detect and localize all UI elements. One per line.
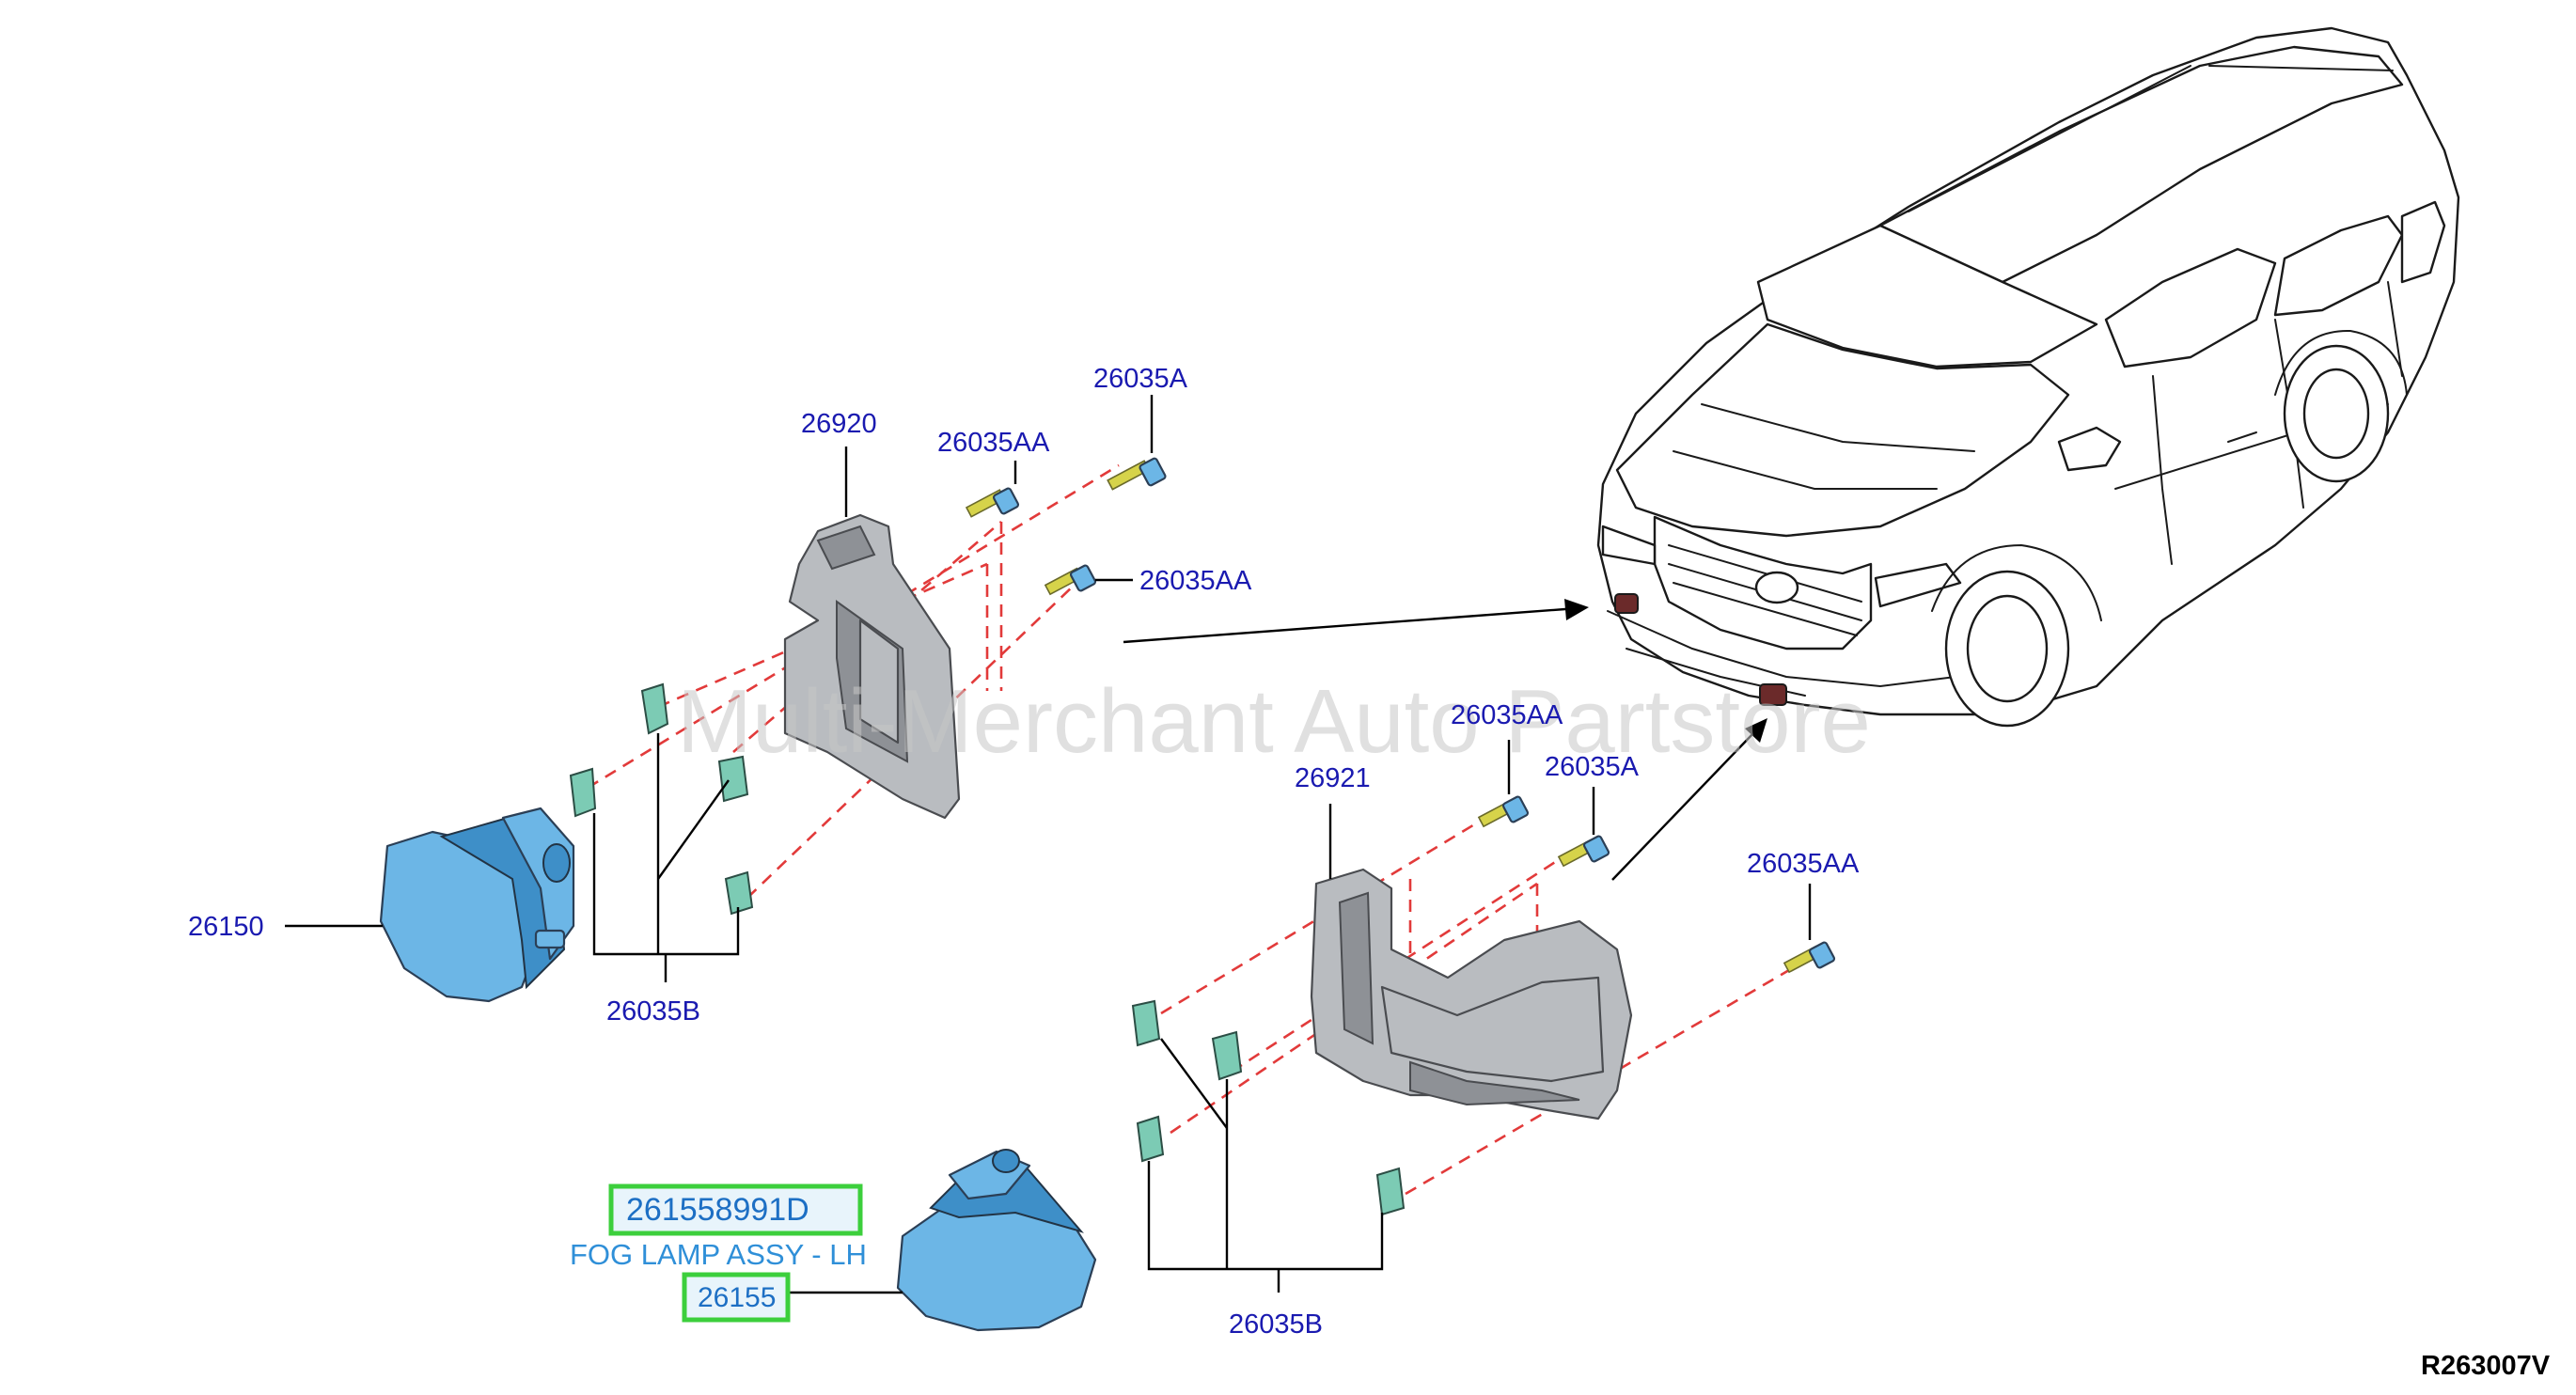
callout-26035a-lower: 26035A [1545,752,1640,782]
callout-26155-box [682,1272,791,1323]
part-number[interactable]: 261558991D [626,1192,809,1228]
bolt-26035aa-upper-2 [1044,564,1097,596]
clip-26035b-upper-1 [640,682,669,735]
fog-lamp-26150 [379,807,575,1003]
locator-arrows [1123,599,1767,881]
upper-assembly [285,395,1167,1003]
bolt-26035a-upper [1107,457,1167,491]
callout-26035a-upper: 26035A [1093,364,1188,394]
clip-26035b-lower-1 [1131,999,1161,1047]
callout-26921: 26921 [1295,763,1371,793]
lower-assembly [782,740,1836,1332]
callout-26035b-lower: 26035B [1229,1309,1323,1340]
clip-26035b-upper-2 [569,767,597,818]
bolt-26035aa-lower-1 [1477,795,1530,828]
callout-26155[interactable]: 26155 [698,1282,776,1313]
clip-26035b-lower-2 [1211,1030,1243,1081]
callout-26035aa-lower-2: 26035AA [1747,849,1860,879]
callout-26150: 26150 [188,912,264,942]
bracket-26920 [783,513,961,820]
callout-26035aa-lower-1: 26035AA [1451,700,1563,730]
bolt-26035aa-lower-2 [1783,941,1836,974]
bolt-26035aa-upper-1 [965,487,1020,518]
fog-lamp-26155 [896,1149,1097,1332]
callout-26035b-upper: 26035B [606,996,700,1027]
callout-26920: 26920 [801,409,877,439]
clip-26035b-lower-3 [1136,1115,1165,1163]
callout-26035aa-upper-2: 26035AA [1139,566,1252,596]
clip-26035b-upper-4 [724,870,754,916]
highlighted-part[interactable]: 261558991D FOG LAMP ASSY - LH 26155 [570,1183,867,1323]
vehicle-illustration [1596,26,2460,728]
clip-26035b-lower-4 [1375,1167,1406,1216]
part-number-box [608,1183,863,1236]
bracket-26921 [1310,868,1633,1121]
diagram-reference-code: R263007V [2421,1351,2551,1381]
watermark: Multi-Merchant Auto Partstore [677,671,1871,772]
part-description: FOG LAMP ASSY - LH [570,1238,867,1271]
bolt-26035a-lower [1557,835,1610,868]
callout-26035aa-upper-1: 26035AA [937,428,1050,458]
